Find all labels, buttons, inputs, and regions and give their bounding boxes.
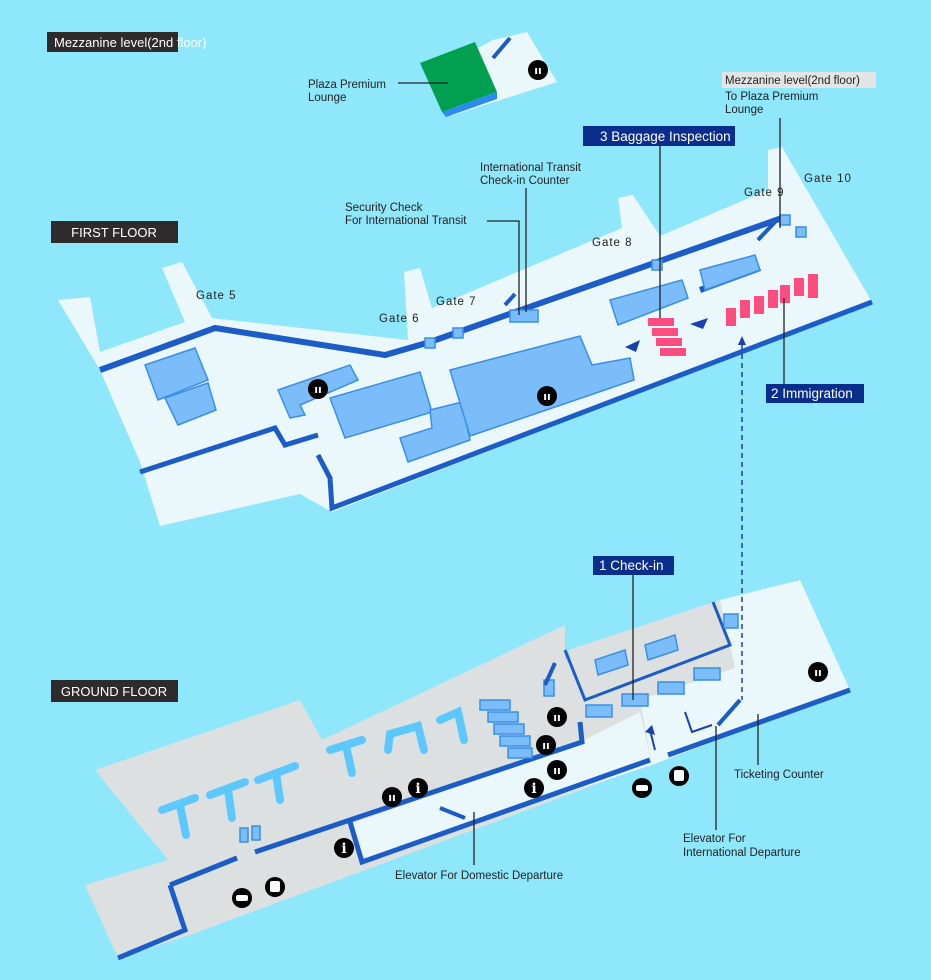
svg-text:Lounge: Lounge <box>308 92 346 104</box>
svg-text:GROUND FLOOR: GROUND FLOOR <box>61 684 167 699</box>
step-checkin: 1 Check-in <box>593 556 674 575</box>
floor-label-first: FIRST FLOOR <box>51 221 178 243</box>
svg-text:1 Check-in: 1 Check-in <box>599 558 664 573</box>
svg-text:ıı: ıı <box>543 390 551 403</box>
information-icon: i i i <box>334 778 544 858</box>
ground-floor <box>85 580 851 961</box>
step-baggage-inspection: 3 Baggage Inspection <box>583 126 735 146</box>
svg-text:Lounge: Lounge <box>725 104 763 116</box>
step-immigration: 2 Immigration <box>766 384 864 403</box>
floor-label-mezzanine: Mezzanine level(2nd floor) <box>47 32 206 52</box>
svg-text:3 Baggage Inspection: 3 Baggage Inspection <box>600 129 731 144</box>
gate-label: Gate 5 <box>196 290 237 302</box>
bus-icon <box>265 766 689 897</box>
svg-text:Plaza Premium: Plaza Premium <box>308 79 386 91</box>
svg-text:ıı: ıı <box>814 666 822 679</box>
svg-text:ıı: ıı <box>314 383 322 396</box>
plaza-premium-lounge[interactable] <box>420 42 497 112</box>
svg-text:i: i <box>531 781 536 797</box>
svg-text:i: i <box>415 781 420 797</box>
gate-label: Gate 9 <box>744 187 785 199</box>
svg-text:ıı: ıı <box>534 64 542 77</box>
svg-text:Elevator For: Elevator For <box>683 833 746 845</box>
domestic-checkin-counters <box>158 706 468 839</box>
restroom-icon: ıı ıı ıı ıı ıı ıı ıı ıı <box>308 60 828 807</box>
svg-text:International Transit: International Transit <box>480 162 582 174</box>
gate-label: Gate 6 <box>379 313 420 325</box>
svg-text:ıı: ıı <box>388 791 396 804</box>
svg-text:Ticketing Counter: Ticketing Counter <box>734 769 824 781</box>
first-floor <box>58 147 873 526</box>
svg-text:Elevator For Domestic Departur: Elevator For Domestic Departure <box>395 870 563 882</box>
svg-text:FIRST FLOOR: FIRST FLOOR <box>71 225 157 240</box>
floor-label-ground: GROUND FLOOR <box>51 680 178 702</box>
svg-text:Security Check: Security Check <box>345 202 423 214</box>
gate-label: Gate 7 <box>436 296 477 308</box>
svg-text:Check-in Counter: Check-in Counter <box>480 175 570 187</box>
gate-label: Gate 10 <box>804 173 852 185</box>
svg-text:To Plaza Premium: To Plaza Premium <box>725 91 818 103</box>
mezzanine-floor <box>420 32 557 117</box>
escalator-icon <box>491 36 512 60</box>
svg-text:i: i <box>341 841 346 857</box>
svg-text:2 Immigration: 2 Immigration <box>771 386 853 401</box>
svg-text:ıı: ıı <box>553 711 561 724</box>
taxi-icon <box>232 778 652 908</box>
svg-text:ıı: ıı <box>542 739 550 752</box>
immigration-counters <box>648 274 818 356</box>
svg-text:Mezzanine level(2nd floor): Mezzanine level(2nd floor) <box>54 35 206 50</box>
svg-text:Mezzanine level(2nd floor): Mezzanine level(2nd floor) <box>725 75 860 87</box>
gate-label: Gate 8 <box>592 237 633 249</box>
svg-text:For International Transit: For International Transit <box>345 215 467 227</box>
svg-text:ıı: ıı <box>553 764 561 777</box>
svg-text:International Departure: International Departure <box>683 847 801 859</box>
escalator-icon <box>439 220 777 820</box>
